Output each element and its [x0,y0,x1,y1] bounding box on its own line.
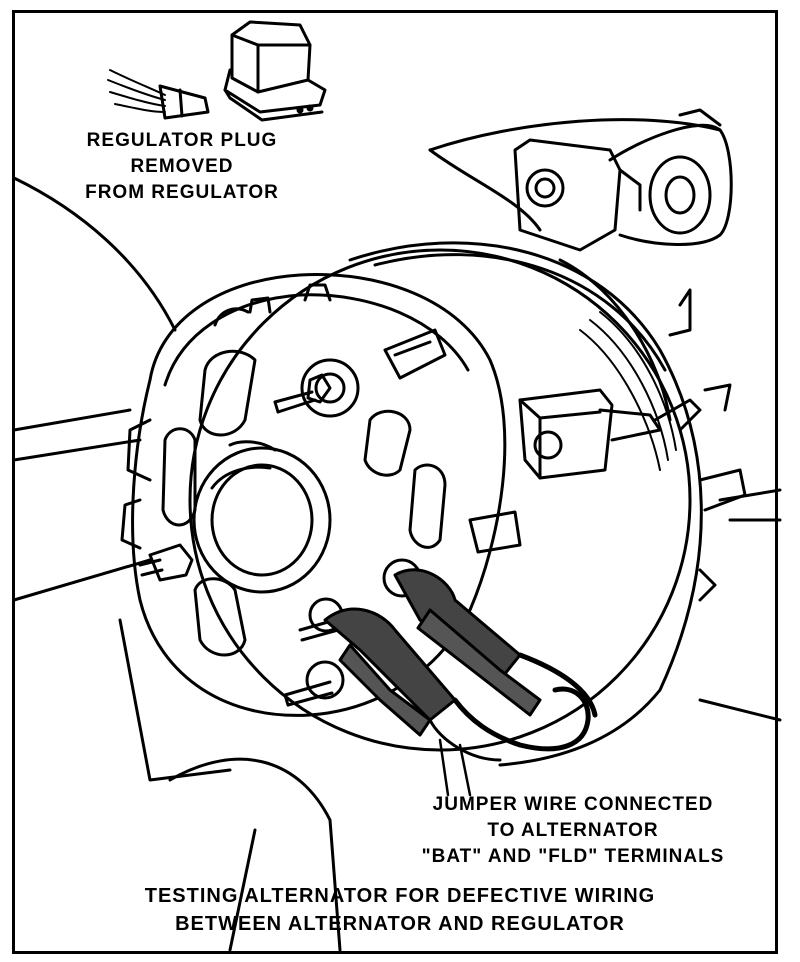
rotor-shaft-boss [192,440,332,594]
jumper-wire [323,568,598,762]
figure-caption: TESTING ALTERNATOR FOR DEFECTIVE WIRING … [144,885,656,935]
mounting-bracket [513,108,733,252]
regulator [223,20,327,122]
diagram-frame [12,10,778,954]
leader-lines [438,738,472,797]
engine-block [12,118,782,952]
terminal-studs [138,358,422,707]
adjusting-bracket [518,388,662,480]
alternator-end-frame [120,272,522,717]
regulator-plug [107,69,210,120]
alternator-housing [188,241,747,767]
jumper-wire-label: JUMPER WIRE CONNECTED TO ALTERNATOR "BAT… [421,794,725,867]
regulator-plug-label: REGULATOR PLUG REMOVED FROM REGULATOR [85,130,279,203]
